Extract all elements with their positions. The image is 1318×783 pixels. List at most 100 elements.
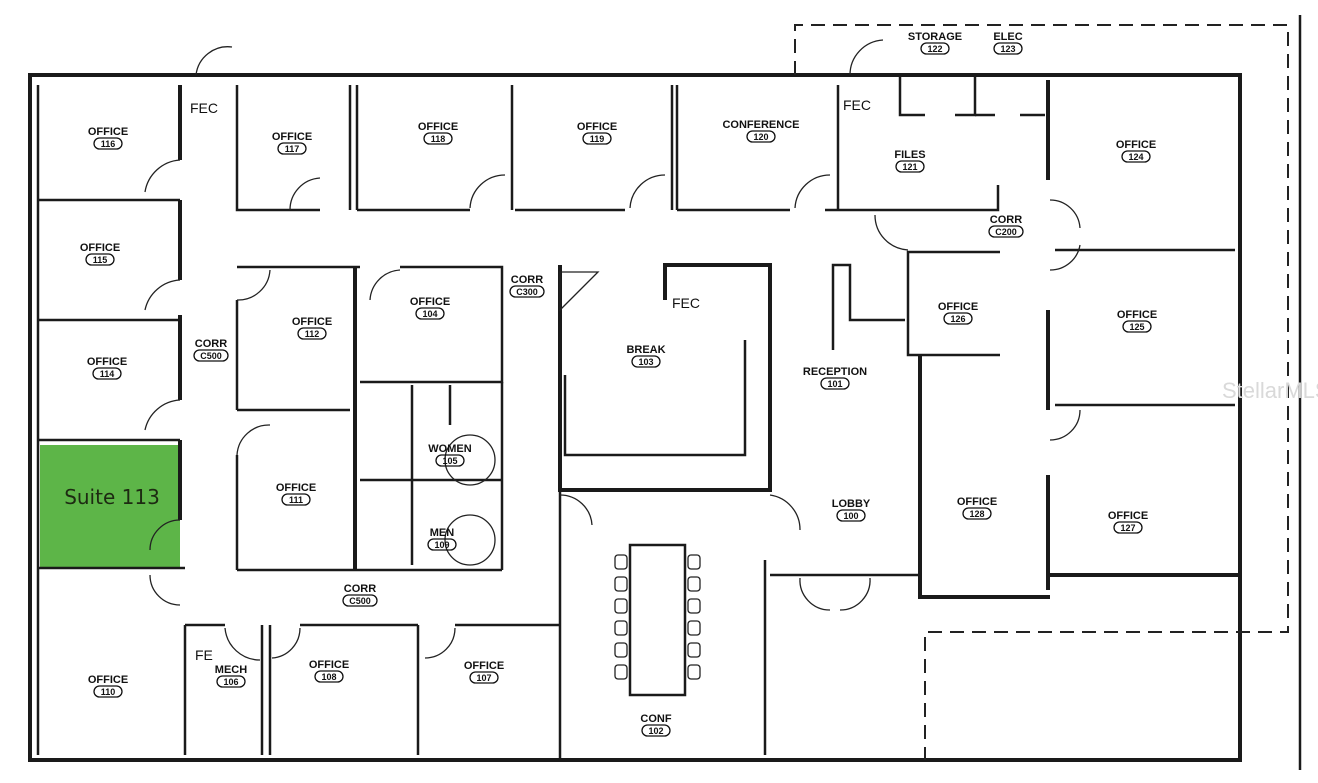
chair [614, 664, 628, 680]
room-name: OFFICE [1108, 510, 1148, 522]
room-name: OFFICE [272, 131, 312, 143]
room-labels: OFFICE116OFFICE117OFFICE118OFFICE119CONF… [80, 31, 1157, 737]
room-number: C200 [995, 227, 1017, 237]
room-number: 105 [442, 456, 457, 466]
room-number: 117 [285, 144, 300, 154]
chair [687, 576, 701, 592]
doors [144, 39, 1081, 661]
room-number-pill [469, 671, 499, 684]
room-number-pill [297, 327, 327, 340]
chair [614, 554, 628, 570]
room-name: OFFICE [88, 126, 128, 138]
chair [614, 598, 628, 614]
room-number: 112 [305, 329, 320, 339]
chair [687, 642, 701, 658]
room-name: FILES [894, 149, 925, 161]
room-name: OFFICE [577, 121, 617, 133]
room-number: 104 [422, 309, 437, 319]
room-name: OFFICE [276, 482, 316, 494]
room-name: OFFICE [292, 316, 332, 328]
conference-table [614, 543, 701, 697]
room-number-pill [415, 307, 445, 320]
chair [614, 642, 628, 658]
chair [687, 598, 701, 614]
room-name: OFFICE [410, 296, 450, 308]
room-name: OFFICE [87, 356, 127, 368]
fire-extinguisher-label: FEC [190, 100, 218, 116]
watermark: StellarMLS [1222, 378, 1318, 403]
chair [687, 554, 701, 570]
room-number-pill [93, 137, 123, 150]
room-name: LOBBY [832, 498, 871, 510]
room-number-pill [631, 355, 661, 368]
room-number: 106 [223, 677, 238, 687]
room-name: OFFICE [957, 496, 997, 508]
room-number: 124 [1128, 152, 1143, 162]
room-number-pill [641, 724, 671, 737]
room-number-pill [435, 454, 465, 467]
room-number: 114 [100, 369, 115, 379]
room-number-pill [962, 507, 992, 520]
room-number-pill [988, 225, 1024, 238]
room-number-pill [216, 675, 246, 688]
room-number: C500 [349, 596, 371, 606]
room-name: CONF [640, 713, 671, 725]
room-number-pill [1121, 150, 1151, 163]
room-name: OFFICE [418, 121, 458, 133]
room-number: 111 [289, 495, 303, 505]
room-name: RECEPTION [803, 366, 867, 378]
room-name: CORR [195, 338, 227, 350]
chair [687, 620, 701, 636]
room-number-pill [895, 160, 925, 173]
room-number: 128 [969, 509, 984, 519]
room-name: MEN [430, 527, 455, 539]
room-number: 103 [638, 357, 653, 367]
chair [687, 664, 701, 680]
room-number: 122 [927, 44, 942, 54]
room-name: OFFICE [309, 659, 349, 671]
room-number: 110 [101, 687, 116, 697]
room-number-pill [277, 142, 307, 155]
room-name: OFFICE [1116, 139, 1156, 151]
room-number-pill [993, 42, 1023, 55]
room-name: CORR [344, 583, 376, 595]
room-number-pill [193, 349, 229, 362]
room-number: 108 [321, 672, 336, 682]
suite-113-highlight[interactable] [40, 445, 180, 568]
room-name: MECH [215, 664, 247, 676]
room-name: CONFERENCE [722, 119, 799, 131]
room-number: 127 [1120, 523, 1135, 533]
room-number-pill [423, 132, 453, 145]
room-number: 102 [648, 726, 663, 736]
room-number: C300 [516, 287, 538, 297]
room-name: OFFICE [938, 301, 978, 313]
room-number-pill [836, 509, 866, 522]
room-number: 120 [753, 132, 768, 142]
room-number: 101 [827, 379, 842, 389]
